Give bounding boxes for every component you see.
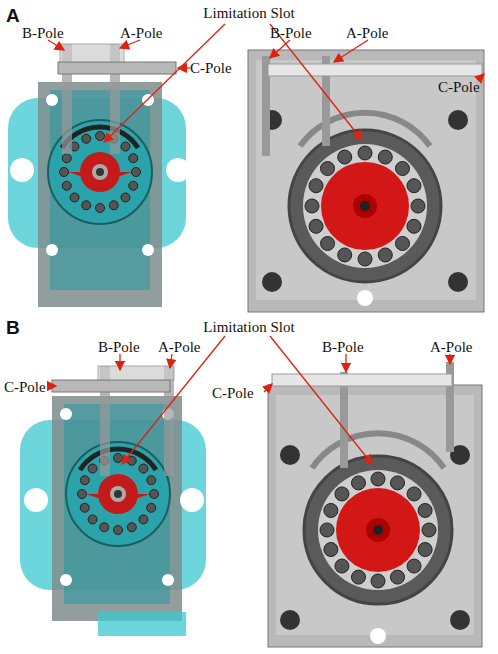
bearing-ball xyxy=(88,515,97,524)
bearing-ball xyxy=(96,132,105,141)
bearing-ball xyxy=(139,515,148,524)
bearing-ball xyxy=(78,490,87,499)
bearing-ball xyxy=(335,559,349,573)
bearing-ball xyxy=(70,193,79,202)
panel-letter: A xyxy=(6,6,20,25)
bearing-ball xyxy=(321,162,335,176)
bearing-ball xyxy=(129,154,138,163)
bearing-ball xyxy=(309,219,323,233)
bearing-ball xyxy=(109,201,118,210)
bearing-ball xyxy=(114,454,123,463)
bearing-ball xyxy=(335,487,349,501)
bearing-ball xyxy=(114,526,123,535)
bearing-ball xyxy=(407,559,421,573)
bearing-ball xyxy=(338,150,352,164)
part-label: B-Pole xyxy=(22,26,64,41)
part-label: C-Pole xyxy=(438,80,480,95)
bearing-ball xyxy=(338,248,352,262)
bearing-ball xyxy=(127,456,136,465)
bearing-ball xyxy=(391,570,405,584)
bearing-ball xyxy=(407,179,421,193)
part-label: B-Pole xyxy=(98,340,140,355)
part-label: A-Pole xyxy=(346,26,389,41)
bearing-ball xyxy=(80,476,89,485)
bearing-ball xyxy=(121,142,130,151)
part-label: A-Pole xyxy=(430,340,473,355)
bearing-ball xyxy=(391,476,405,490)
bearing-ball xyxy=(321,236,335,250)
bearing-ball xyxy=(62,181,71,190)
bearing-ball xyxy=(395,236,409,250)
bearing-ball xyxy=(407,219,421,233)
part-label: B-Pole xyxy=(270,26,312,41)
pump-photo-b xyxy=(268,362,482,647)
bearing-ball xyxy=(418,543,432,557)
bearing-ball xyxy=(60,168,69,177)
bearing-ball xyxy=(320,523,334,537)
bearing-ball xyxy=(88,464,97,473)
bearing-ball xyxy=(395,162,409,176)
bearing-ball xyxy=(150,490,159,499)
bearing-ball xyxy=(378,150,392,164)
pump-photo-a xyxy=(248,50,484,312)
bearing-ball xyxy=(100,523,109,532)
bearing-ball xyxy=(407,487,421,501)
bearing-ball xyxy=(96,204,105,213)
leader-lines xyxy=(48,24,484,464)
part-label: A-Pole xyxy=(120,26,163,41)
bearing-ball xyxy=(129,181,138,190)
bearing-ball xyxy=(121,193,130,202)
bearing-ball xyxy=(309,179,323,193)
pump-front-a xyxy=(8,44,190,307)
bearing-ball xyxy=(358,146,372,160)
bearing-ball xyxy=(378,248,392,262)
bearing-ball xyxy=(411,199,425,213)
pump-front-b xyxy=(20,366,206,636)
part-label: C-Pole xyxy=(190,61,232,76)
bearing-ball xyxy=(351,476,365,490)
panel-letter: B xyxy=(6,318,20,337)
bearing-ball xyxy=(324,543,338,557)
bearing-ball xyxy=(147,476,156,485)
bearing-ball xyxy=(127,523,136,532)
bearing-ball xyxy=(132,168,141,177)
bearing-ball xyxy=(82,134,91,143)
part-label: A-Pole xyxy=(158,340,201,355)
bearing-ball xyxy=(418,503,432,517)
bearing-ball xyxy=(351,570,365,584)
part-label: C-Pole xyxy=(4,380,46,395)
bearing-ball xyxy=(371,472,385,486)
bearing-ball xyxy=(324,503,338,517)
bearing-ball xyxy=(139,464,148,473)
bearing-ball xyxy=(82,201,91,210)
bearing-ball xyxy=(305,199,319,213)
bearing-ball xyxy=(80,503,89,512)
bearing-ball xyxy=(147,503,156,512)
bearing-ball xyxy=(358,252,372,266)
part-label: C-Pole xyxy=(212,386,254,401)
bearing-ball xyxy=(371,574,385,588)
callout-label: Limitation Slot xyxy=(203,6,294,21)
part-label: B-Pole xyxy=(322,340,364,355)
bearing-ball xyxy=(422,523,436,537)
bearing-ball xyxy=(62,154,71,163)
callout-label: Limitation Slot xyxy=(203,320,294,335)
